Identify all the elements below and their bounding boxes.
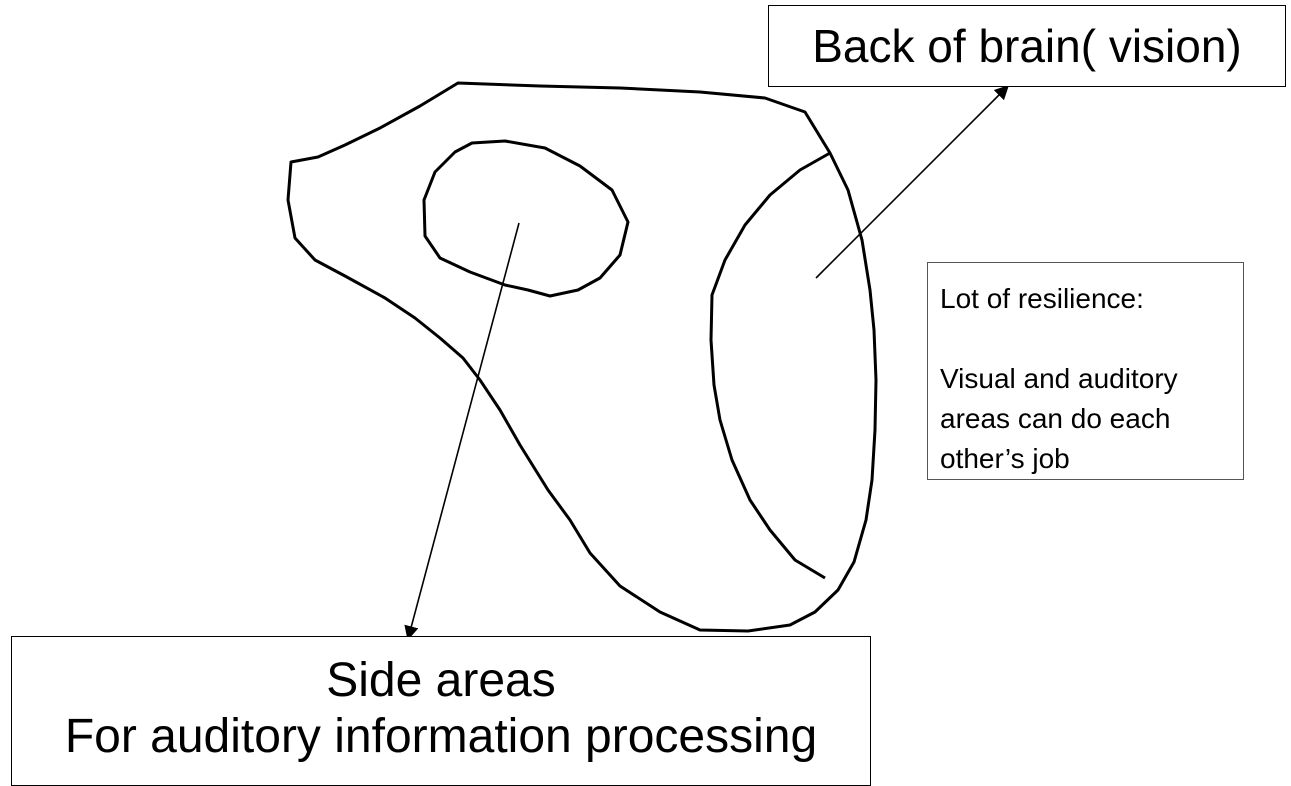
side-areas-description: For auditory information processing bbox=[12, 709, 870, 765]
brain-outline bbox=[288, 83, 876, 631]
side-area-outline bbox=[424, 141, 628, 296]
side-areas-title: Side areas bbox=[12, 653, 870, 709]
vision-label: Back of brain( vision) bbox=[812, 23, 1242, 69]
side-areas-label-box: Side areas For auditory information proc… bbox=[11, 636, 871, 786]
resilience-heading: Lot of resilience: bbox=[940, 279, 1233, 319]
resilience-spacer bbox=[940, 319, 1233, 359]
vision-label-box: Back of brain( vision) bbox=[768, 5, 1286, 87]
occipital-boundary bbox=[711, 153, 830, 578]
resilience-body: Visual and auditory areas can do each ot… bbox=[940, 359, 1233, 479]
side-areas-arrow bbox=[408, 223, 519, 639]
resilience-note-box: Lot of resilience: Visual and auditory a… bbox=[927, 262, 1244, 480]
